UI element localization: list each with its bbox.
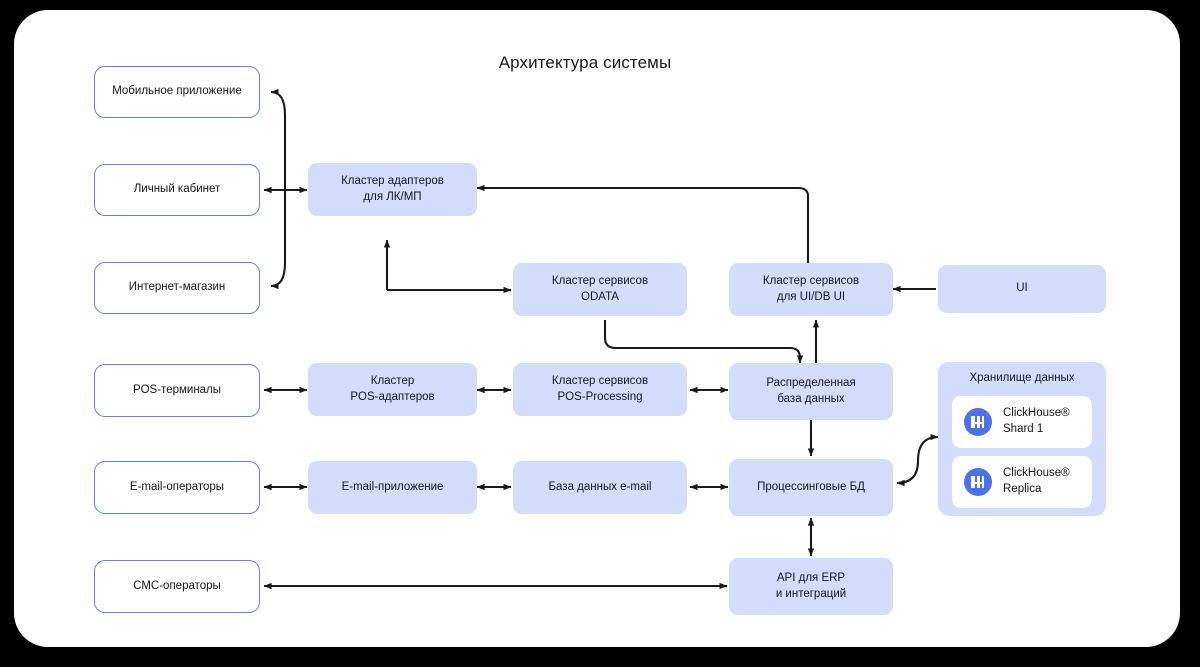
node-pos-terminals[interactable]: POS-терминалы — [94, 364, 260, 417]
storage-item-label: ClickHouse® Shard 1 — [1003, 407, 1070, 435]
node-odata-cluster[interactable]: Кластер сервисов ODATA — [513, 263, 687, 316]
connector-bus-to-store — [270, 262, 287, 290]
node-email-operators[interactable]: E-mail-операторы — [94, 461, 260, 514]
page-title: Архитектура системы — [498, 53, 672, 72]
clickhouse-icon — [964, 408, 992, 436]
storage-title: Хранилище данных — [969, 372, 1075, 384]
node-distributed-db[interactable]: Распределенная база данных — [729, 363, 893, 420]
node-api-erp[interactable]: API для ERP и интеграций — [729, 558, 893, 615]
node-pos-processing[interactable]: Кластер сервисов POS-Processing — [513, 363, 687, 416]
node-personal-area[interactable]: Личный кабинет — [94, 164, 260, 216]
node-adapter-cluster[interactable]: Кластер адаптеров для ЛК/МП — [308, 163, 477, 216]
node-processing-db[interactable]: Процессинговые БД — [729, 459, 893, 516]
node-ui[interactable]: UI — [938, 265, 1106, 313]
node-uidbui-cluster[interactable]: Кластер сервисов для UI/DB UI — [729, 263, 893, 316]
storage-item-clickhouse-shard-1[interactable]: ClickHouse® Shard 1 — [952, 396, 1092, 448]
node-email-db[interactable]: База данных e-mail — [513, 461, 687, 514]
connector-uidbui-to-adapter — [476, 184, 810, 263]
storage-item-clickhouse-replica[interactable]: ClickHouse® Replica — [952, 456, 1092, 508]
connector-processingdb-to-storage — [896, 433, 939, 487]
node-email-app[interactable]: E-mail-приложение — [308, 461, 477, 514]
storage-item-label: ClickHouse® Replica — [1003, 467, 1070, 495]
node-pos-adapters[interactable]: Кластер POS-адаптеров — [308, 363, 477, 416]
node-mobile-app[interactable]: Мобильное приложение — [94, 66, 260, 118]
node-online-store[interactable]: Интернет-магазин — [94, 262, 260, 314]
clickhouse-icon — [964, 468, 992, 496]
connector-odata-to-distdb — [603, 320, 804, 364]
connector-bus-to-mobile — [270, 88, 287, 116]
node-sms-operators[interactable]: СМС-операторы — [94, 560, 260, 613]
storage-panel: Хранилище данных ClickHouse® Shard 1 Cli… — [938, 362, 1106, 516]
